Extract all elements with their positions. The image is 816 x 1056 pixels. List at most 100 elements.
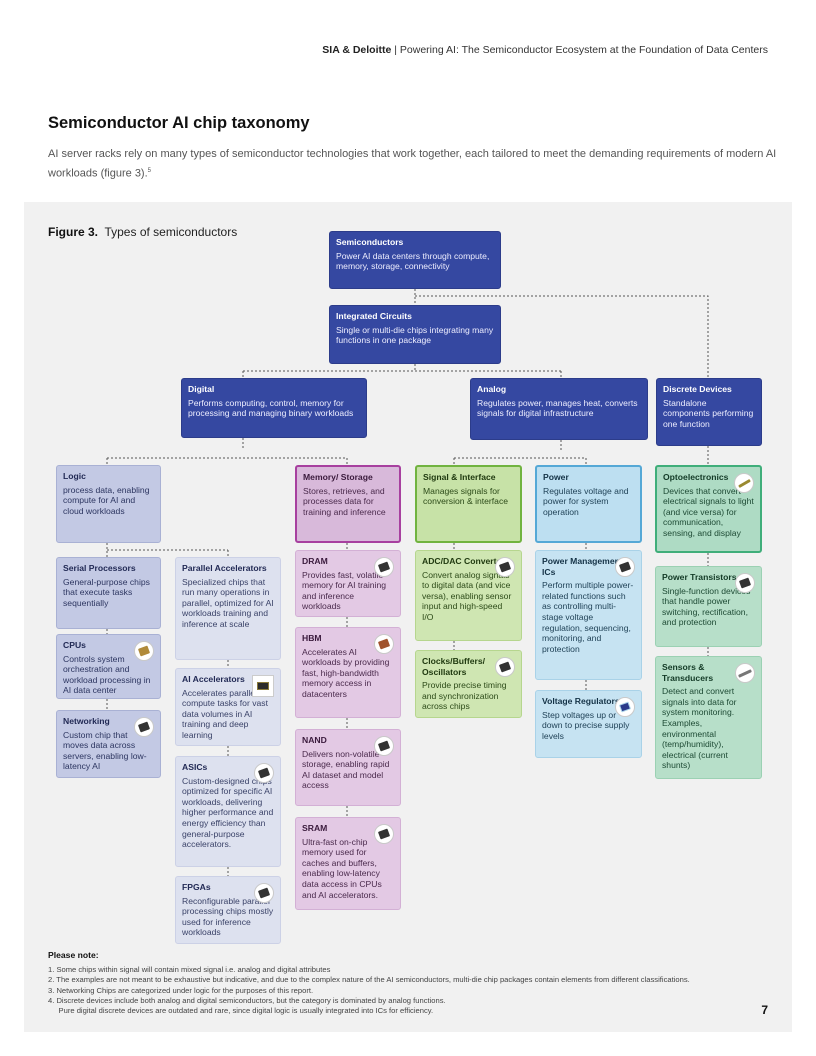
sensor-icon <box>735 663 755 683</box>
node-logic-title: Logic <box>63 471 86 481</box>
node-pmic-title: Power Management ICs <box>542 556 623 577</box>
node-integrated-circuits: Integrated Circuits Single or multi-die … <box>329 305 501 364</box>
page-number: 7 <box>761 1003 768 1017</box>
node-opto-title: Optoelectronics <box>663 472 729 482</box>
node-power-transistors: Power Transistors Single-function device… <box>655 566 762 647</box>
node-cpus: CPUs Controls system orchestration and w… <box>56 634 161 699</box>
node-semiconductors: Semiconductors Power AI data centers thr… <box>329 231 501 289</box>
header-brand: SIA & Deloitte <box>322 44 392 56</box>
node-asics: ASICs Custom-designed chips optimized fo… <box>175 756 281 867</box>
node-memory-title: Memory/ Storage <box>303 472 373 482</box>
node-ai-accel-desc: Accelerates parallel compute tasks for v… <box>182 687 268 740</box>
cpu-chip-icon <box>134 641 154 661</box>
node-semiconductors-title: Semiconductors <box>336 237 404 247</box>
pmic-chip-icon <box>615 557 635 577</box>
node-opto-desc: Devices that convert electrical signals … <box>663 485 754 538</box>
node-digital: Digital Performs computing, control, mem… <box>181 378 367 438</box>
node-adc-dac: ADC/DAC Convertors Convert analog signal… <box>415 550 522 641</box>
node-serial-processors: Serial Processors General-purpose chips … <box>56 557 161 629</box>
hbm-chip-icon <box>374 634 394 654</box>
notes-list: 1. Some chips within signal will contain… <box>48 965 788 1016</box>
node-serial-title: Serial Processors <box>63 563 136 573</box>
node-sram: SRAM Ultra-fast on-chip memory used for … <box>295 817 401 910</box>
node-nand-desc: Delivers non-volatile storage, enabling … <box>302 748 390 791</box>
node-power-title: Power <box>543 472 569 482</box>
node-sram-desc: Ultra-fast on-chip memory used for cache… <box>302 836 382 900</box>
notes-title: Please note: <box>48 950 99 960</box>
node-parallel-title: Parallel Accelerators <box>182 563 267 573</box>
note-item: Pure digital discrete devices are outdat… <box>48 1006 434 1016</box>
node-asics-desc: Custom-designed chips optimized for spec… <box>182 775 274 850</box>
figure-title: Types of semiconductors <box>104 225 238 239</box>
node-cpus-title: CPUs <box>63 640 86 650</box>
node-logic-desc: process data, enabling compute for AI an… <box>63 484 150 516</box>
section-title: Semiconductor AI chip taxonomy <box>48 114 310 132</box>
figure-label: Figure 3. Types of semiconductors <box>48 225 237 239</box>
node-optoelectronics: Optoelectronics Devices that convert ele… <box>655 465 762 553</box>
note-item: 4. Discrete devices include both analog … <box>48 995 446 1005</box>
node-sensors-transducers: Sensors & Transducers Detect and convert… <box>655 656 762 779</box>
note-item: 1. Some chips within signal will contain… <box>48 965 331 975</box>
running-header: SIA & Deloitte | Powering AI: The Semico… <box>322 44 768 56</box>
node-power: Power Regulates voltage and power for sy… <box>535 465 642 543</box>
node-integrated-circuits-desc: Single or multi-die chips integrating ma… <box>336 324 494 346</box>
node-signal-interface: Signal & Interface Manages signals for c… <box>415 465 522 543</box>
node-sram-title: SRAM <box>302 823 328 833</box>
node-clocks-desc: Provide precise timing and synchronizati… <box>422 680 507 712</box>
note-item: 3. Networking Chips are categorized unde… <box>48 985 314 995</box>
node-power-desc: Regulates voltage and power for system o… <box>543 485 629 517</box>
figure-number: Figure 3. <box>48 225 99 239</box>
voltage-regulator-chip-icon <box>615 697 635 717</box>
node-signal-title: Signal & Interface <box>423 472 496 482</box>
node-vreg-desc: Step voltages up or down to precise supp… <box>542 709 630 741</box>
node-fpgas-desc: Reconfigurable parallel processing chips… <box>182 895 274 938</box>
node-signal-desc: Manages signals for conversion & interfa… <box>423 485 509 507</box>
node-hbm-title: HBM <box>302 633 322 643</box>
node-discrete-title: Discrete Devices <box>663 384 732 394</box>
optoelectronic-chip-icon <box>734 473 754 493</box>
node-ptrans-title: Power Transistors <box>662 572 737 582</box>
node-networking: Networking Custom chip that moves data a… <box>56 710 161 778</box>
node-dram: DRAM Provides fast, volatile memory for … <box>295 550 401 617</box>
ai-accelerator-chip-icon <box>252 675 274 697</box>
node-analog: Analog Regulates power, manages heat, co… <box>470 378 648 440</box>
node-digital-title: Digital <box>188 384 215 394</box>
adc-chip-icon <box>495 557 515 577</box>
node-networking-desc: Custom chip that moves data across serve… <box>63 729 147 772</box>
fpga-chip-icon <box>254 883 274 903</box>
node-memory-desc: Stores, retrieves, and processes data fo… <box>303 485 386 517</box>
node-cpus-desc: Controls system orchestration and worklo… <box>63 653 151 696</box>
node-clocks-buffers: Clocks/Buffers/ Oscillators Provide prec… <box>415 650 522 718</box>
node-parallel-accelerators: Parallel Accelerators Specialized chips … <box>175 557 281 660</box>
node-semiconductors-desc: Power AI data centers through compute, m… <box>336 250 490 272</box>
footnote-ref: 5 <box>147 168 151 174</box>
node-adc-desc: Convert analog signals to digital data (… <box>422 569 512 622</box>
clock-chip-icon <box>495 657 515 677</box>
node-digital-desc: Performs computing, control, memory for … <box>188 397 354 419</box>
header-subtitle: Powering AI: The Semiconductor Ecosystem… <box>399 44 768 56</box>
intro-text: AI server racks rely on many types of se… <box>48 148 777 180</box>
node-serial-desc: General-purpose chips that execute tasks… <box>63 576 150 608</box>
node-networking-title: Networking <box>63 716 110 726</box>
node-discrete-desc: Standalone components performing one fun… <box>663 397 754 429</box>
node-hbm: HBM Accelerates AI workloads by providin… <box>295 627 401 718</box>
node-vreg-title: Voltage Regulators <box>542 696 620 706</box>
node-ai-accel-title: AI Accelerators <box>182 674 245 684</box>
node-hbm-desc: Accelerates AI workloads by providing fa… <box>302 646 390 699</box>
asic-chip-icon <box>254 763 274 783</box>
node-pmic-desc: Perform multiple power-related functions… <box>542 580 634 654</box>
node-voltage-regulators: Voltage Regulators Step voltages up or d… <box>535 690 642 758</box>
node-analog-desc: Regulates power, manages heat, converts … <box>477 397 638 419</box>
node-discrete-devices: Discrete Devices Standalone components p… <box>656 378 762 446</box>
node-adc-title: ADC/DAC Convertors <box>422 556 510 566</box>
node-pmic: Power Management ICs Perform multiple po… <box>535 550 642 680</box>
node-sensors-title: Sensors & Transducers <box>662 662 714 683</box>
note-item: 2. The examples are not meant to be exha… <box>48 975 690 985</box>
node-nand-title: NAND <box>302 735 327 745</box>
intro-paragraph: AI server racks rely on many types of se… <box>48 146 788 183</box>
notes-section: Please note: 1. Some chips within signal… <box>48 950 788 1016</box>
node-ai-accelerators: AI Accelerators Accelerates parallel com… <box>175 668 281 746</box>
node-parallel-desc: Specialized chips that run many operatio… <box>182 576 274 629</box>
node-memory-storage: Memory/ Storage Stores, retrieves, and p… <box>295 465 401 543</box>
dram-chip-icon <box>374 557 394 577</box>
